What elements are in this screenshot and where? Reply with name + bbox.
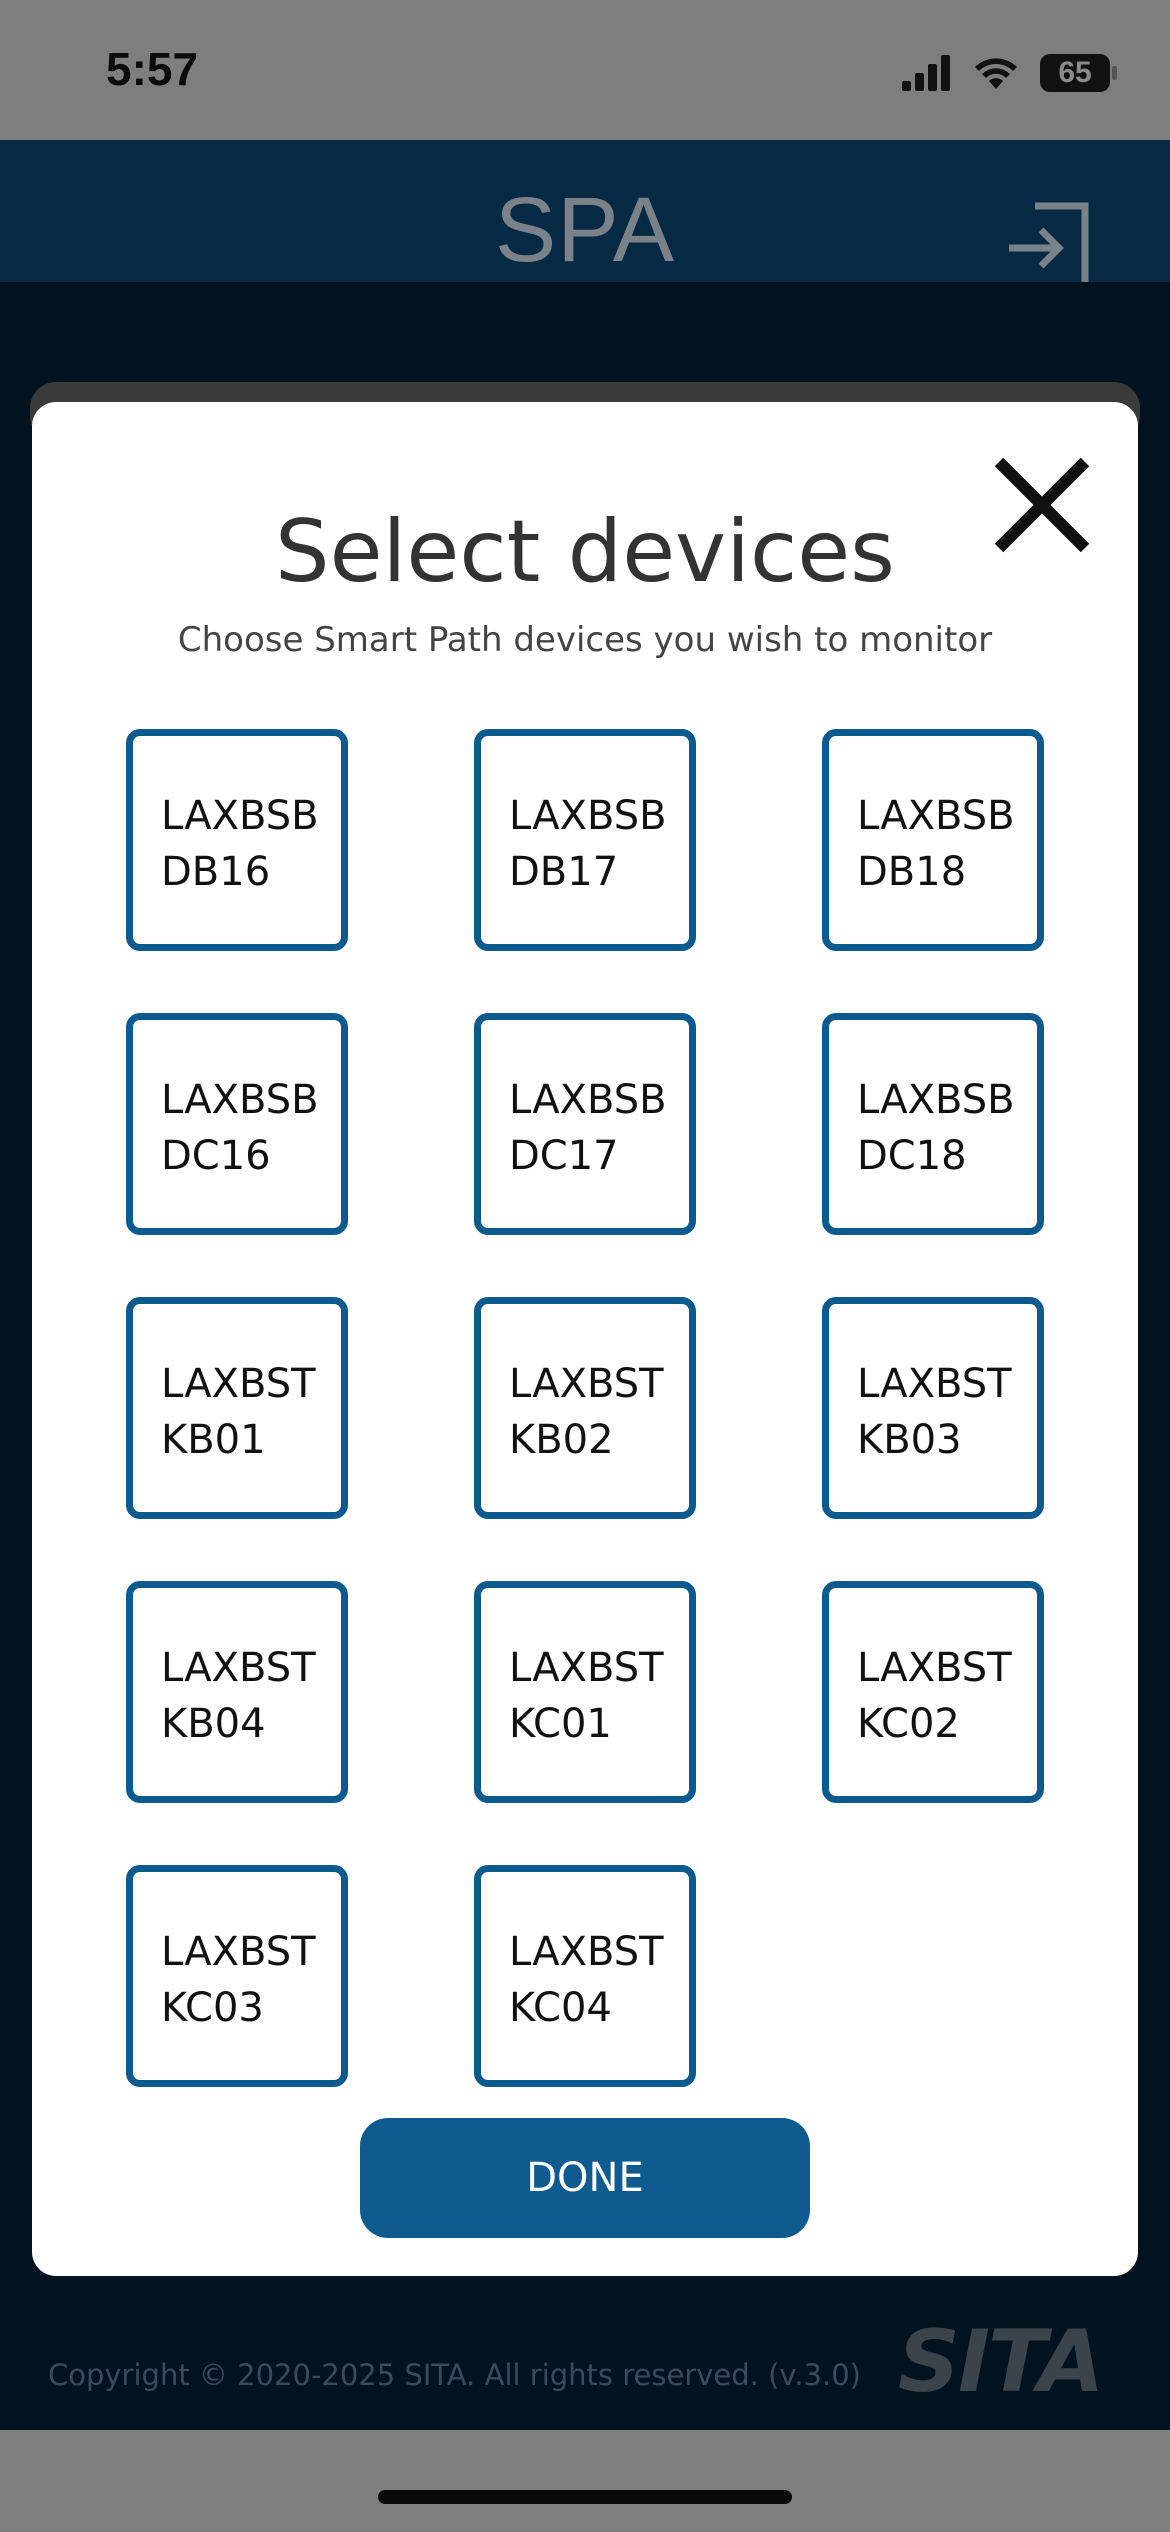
device-prefix: LAXBST: [161, 1929, 316, 1975]
device-code: KB04: [161, 1701, 266, 1747]
device-prefix: LAXBST: [161, 1361, 316, 1407]
sita-logo: SITA: [898, 2312, 1104, 2412]
device-grid: LAXBSB DB16 LAXBSB DB17 LAXBSB DB18 LAXBSB D…: [126, 729, 1046, 2087]
home-indicator[interactable]: [378, 2490, 792, 2504]
device-prefix: LAXBSB: [509, 793, 667, 839]
modal-subtitle: Choose Smart Path devices you wish to mo…: [177, 620, 993, 660]
device-prefix: LAXBST: [509, 1361, 664, 1407]
modal-title: Select devices: [275, 502, 895, 602]
device-prefix: LAXBST: [509, 1929, 664, 1975]
device-code: KB02: [509, 1417, 614, 1463]
device-tile[interactable]: LAXBST KB04: [126, 1581, 348, 1803]
bottom-safe-area: [0, 2430, 1170, 2532]
device-prefix: LAXBSB: [161, 793, 319, 839]
select-devices-modal: Select devices Choose Smart Path devices…: [32, 402, 1138, 2276]
device-code: DC18: [857, 1133, 967, 1179]
device-prefix: LAXBST: [857, 1645, 1012, 1691]
device-code: DB16: [161, 849, 271, 895]
device-prefix: LAXBSB: [857, 1077, 1015, 1123]
device-code: KC04: [509, 1985, 612, 2031]
device-tile[interactable]: LAXBST KC01: [474, 1581, 696, 1803]
device-tile[interactable]: LAXBSB DB16: [126, 729, 348, 951]
status-bar: 5:57 65: [0, 0, 1170, 140]
copyright-text: Copyright © 2020-2025 SITA. All rights r…: [48, 2358, 861, 2392]
device-prefix: LAXBST: [509, 1645, 664, 1691]
device-tile[interactable]: LAXBSB DB18: [822, 729, 1044, 951]
device-tile[interactable]: LAXBST KC04: [474, 1865, 696, 2087]
battery-level: 65: [1058, 56, 1092, 89]
device-code: DC16: [161, 1133, 271, 1179]
device-tile[interactable]: LAXBST KB02: [474, 1297, 696, 1519]
device-prefix: LAXBSB: [509, 1077, 667, 1123]
device-code: KB01: [161, 1417, 266, 1463]
done-button[interactable]: DONE: [360, 2118, 810, 2238]
status-icons: 65: [902, 50, 1117, 96]
device-code: KC03: [161, 1985, 264, 2031]
device-tile[interactable]: LAXBST KC03: [126, 1865, 348, 2087]
device-prefix: LAXBST: [161, 1645, 316, 1691]
device-tile[interactable]: LAXBST KB01: [126, 1297, 348, 1519]
device-prefix: LAXBSB: [857, 793, 1015, 839]
device-tile[interactable]: LAXBSB DC16: [126, 1013, 348, 1235]
device-code: DC17: [509, 1133, 619, 1179]
wifi-icon: [975, 58, 1017, 89]
device-prefix: LAXBST: [857, 1361, 1012, 1407]
close-icon[interactable]: [987, 450, 1097, 560]
device-code: DB18: [857, 849, 967, 895]
device-prefix: LAXBSB: [161, 1077, 319, 1123]
device-tile[interactable]: LAXBSB DB17: [474, 729, 696, 951]
app-title: SPA: [494, 179, 676, 281]
battery-icon: 65: [1040, 54, 1117, 92]
device-tile[interactable]: LAXBST KC02: [822, 1581, 1044, 1803]
device-tile[interactable]: LAXBSB DC17: [474, 1013, 696, 1235]
device-code: KB03: [857, 1417, 962, 1463]
status-time: 5:57: [106, 43, 199, 95]
device-code: KC01: [509, 1701, 612, 1747]
device-code: DB17: [509, 849, 619, 895]
signal-icon: [902, 55, 950, 91]
device-code: KC02: [857, 1701, 960, 1747]
device-tile[interactable]: LAXBST KB03: [822, 1297, 1044, 1519]
device-tile[interactable]: LAXBSB DC18: [822, 1013, 1044, 1235]
app-header: SPA: [0, 140, 1170, 282]
